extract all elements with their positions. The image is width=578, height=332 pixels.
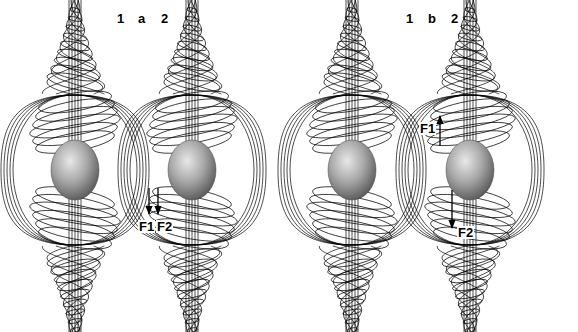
particle-field <box>278 0 426 332</box>
force-label: F2 <box>457 226 474 239</box>
force-label: F1 <box>419 122 436 135</box>
particle-number: 1 <box>405 12 414 25</box>
configuration-letter: b <box>427 12 437 25</box>
force-arrow <box>439 116 440 146</box>
configuration-letter: a <box>137 12 146 25</box>
particle-number: 2 <box>160 12 169 25</box>
particle-number: 1 <box>116 12 125 25</box>
force-arrow <box>148 188 149 214</box>
particle-number: 2 <box>450 12 459 25</box>
particle-sphere <box>446 140 494 200</box>
particle-sphere <box>328 140 376 200</box>
force-arrow <box>451 190 452 228</box>
particle-field <box>396 0 544 332</box>
particle-sphere <box>51 140 99 200</box>
force-label: F1 <box>138 220 155 233</box>
particle-field <box>118 0 266 332</box>
force-arrow <box>157 188 158 214</box>
particle-sphere <box>168 140 216 200</box>
force-label: F2 <box>156 220 173 233</box>
